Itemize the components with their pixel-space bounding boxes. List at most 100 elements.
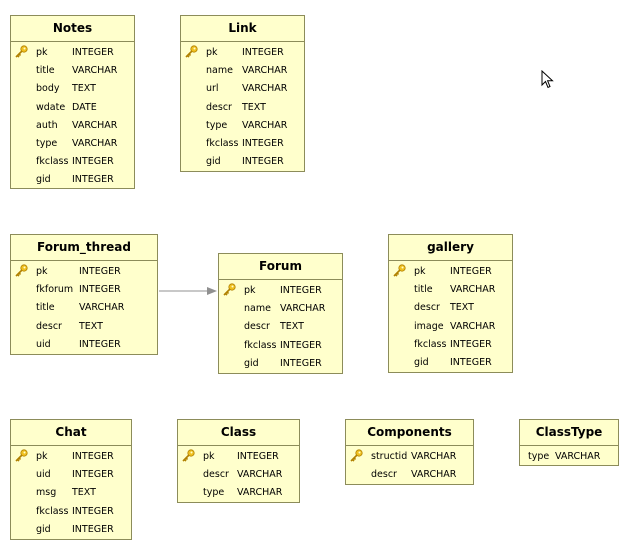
field-type: TEXT [72, 487, 96, 499]
field-name: gid [414, 356, 429, 368]
field-type: VARCHAR [72, 137, 118, 149]
field-row[interactable]: type VARCHAR [181, 117, 304, 135]
field-name: pk [244, 285, 256, 296]
table-title: Chat [11, 420, 131, 446]
field-type: INTEGER [72, 505, 114, 517]
field-type: INTEGER [72, 156, 114, 168]
field-type: INTEGER [72, 469, 114, 481]
field-type: INTEGER [79, 284, 121, 296]
field-name: structid [371, 451, 408, 462]
field-name: type [203, 487, 225, 499]
table-title: Components [346, 420, 473, 446]
field-name: image [414, 320, 444, 332]
field-type: TEXT [242, 101, 266, 113]
key-icon [14, 45, 28, 59]
relation-arrowhead [207, 287, 217, 295]
field-type: INTEGER [72, 523, 114, 535]
field-row[interactable]: descr TEXT [181, 99, 304, 117]
field-type: VARCHAR [280, 303, 326, 315]
field-name: descr [244, 321, 270, 333]
key-icon [222, 283, 236, 297]
field-type: VARCHAR [411, 469, 457, 481]
field-type: INTEGER [72, 47, 114, 58]
field-type: VARCHAR [411, 451, 457, 462]
table-title: Notes [11, 16, 134, 42]
field-name: gid [206, 156, 221, 168]
field-type: INTEGER [79, 266, 121, 277]
field-name: gid [36, 174, 51, 186]
field-name: type [206, 119, 228, 131]
table-title: Link [181, 16, 304, 42]
field-name: pk [36, 266, 48, 277]
field-name: descr [414, 302, 440, 314]
field-name: gid [244, 357, 259, 369]
field-type: INTEGER [280, 357, 322, 369]
key-icon [181, 449, 195, 463]
field-type: INTEGER [280, 285, 322, 296]
field-row[interactable]: pk INTEGER [219, 282, 342, 300]
field-name: title [414, 284, 433, 296]
table-title: Forum [219, 254, 342, 280]
field-row[interactable]: gid INTEGER [219, 355, 342, 373]
mouse-cursor-icon [541, 70, 554, 89]
field-name: pk [414, 266, 426, 277]
table-title: Class [178, 420, 299, 446]
field-row[interactable]: pk INTEGER [11, 263, 157, 281]
key-icon [392, 264, 406, 278]
field-name: wdate [36, 101, 66, 113]
field-type: INTEGER [72, 451, 114, 462]
field-name: url [206, 83, 219, 95]
field-row[interactable]: wdate DATE [11, 99, 134, 117]
field-type: VARCHAR [242, 119, 288, 131]
field-type: DATE [72, 101, 97, 113]
field-name: descr [206, 101, 232, 113]
